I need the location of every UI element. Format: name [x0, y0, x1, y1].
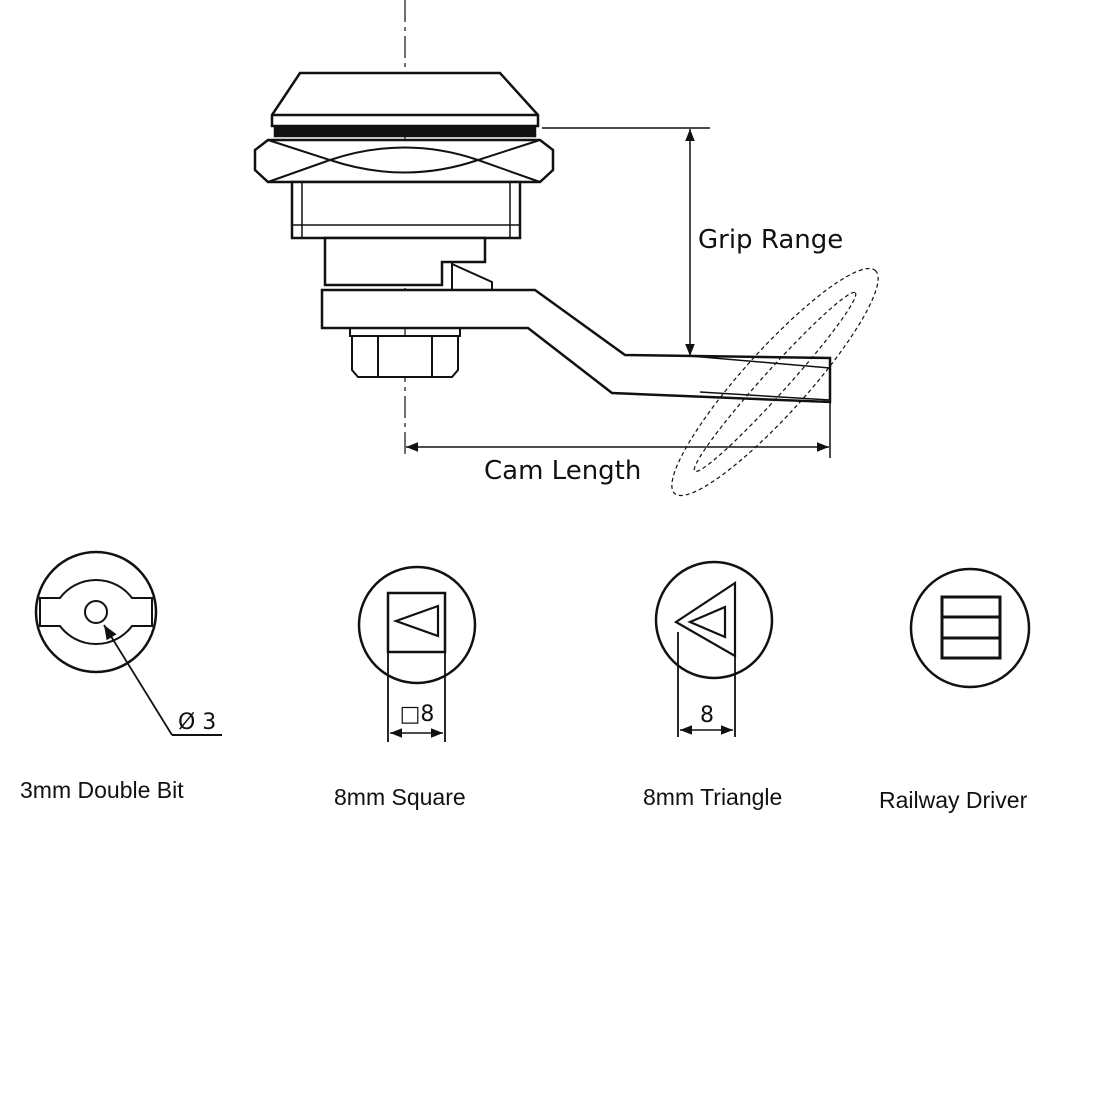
double-bit-dimension: Ø 3 — [178, 710, 216, 735]
double-bit-label: 3mm Double Bit — [20, 777, 184, 803]
lock-side-view — [253, 0, 879, 497]
railway-driver-key-icon — [909, 567, 1031, 689]
triangle-label: 8mm Triangle — [643, 784, 782, 810]
grip-range-label: Grip Range — [698, 225, 843, 255]
square-dimension: □8 — [400, 702, 435, 727]
lock-body — [290, 180, 522, 240]
square-key-icon — [357, 565, 477, 742]
lock-shank — [323, 236, 487, 287]
square-label: 8mm Square — [334, 784, 466, 810]
cam-length-label: Cam Length — [484, 456, 641, 486]
bottom-nut — [351, 335, 459, 378]
railway-driver-label: Railway Driver — [879, 787, 1028, 813]
lock-cap — [270, 71, 540, 128]
black-washer — [273, 125, 537, 138]
triangle-dimension: 8 — [700, 703, 714, 728]
triangle-key-icon — [654, 560, 774, 737]
double-bit-key-icon — [34, 550, 222, 736]
rotated-cam-outline — [671, 267, 879, 497]
hex-nut — [253, 138, 555, 184]
